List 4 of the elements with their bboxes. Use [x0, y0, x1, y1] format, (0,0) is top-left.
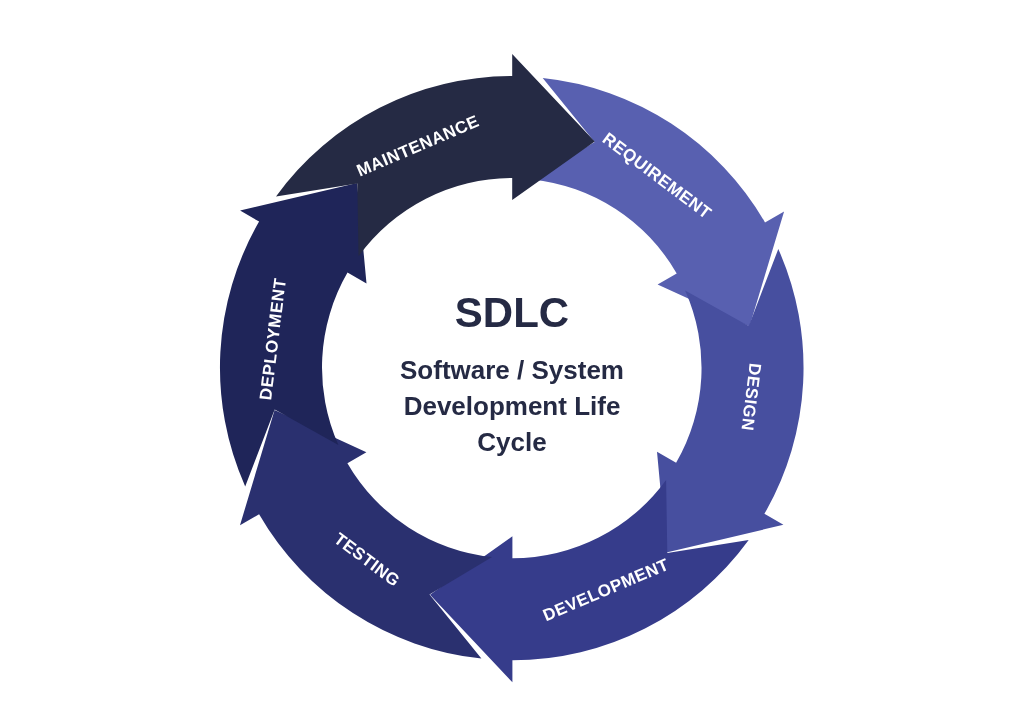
subtitle: Software / System Development Life Cycle	[399, 354, 625, 459]
stage-label: DESIGN	[738, 362, 764, 433]
diagram-title: SDLC	[453, 292, 571, 334]
stage-label: DEPLOYMENT	[256, 276, 289, 401]
